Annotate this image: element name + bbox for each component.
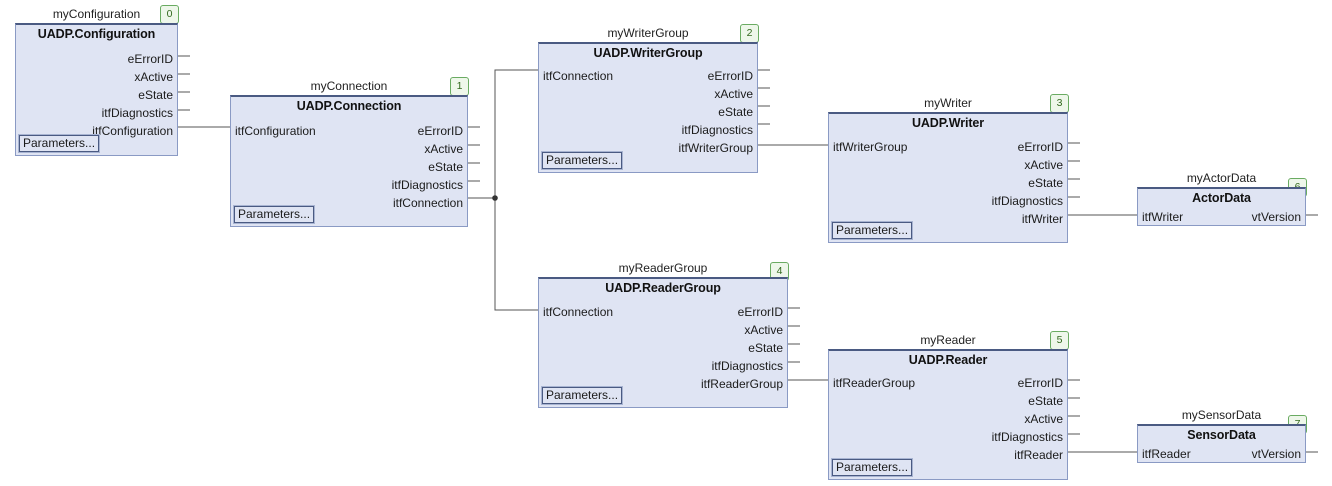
output-pin-eState[interactable]: eState — [1028, 394, 1063, 408]
function-block-readergroup[interactable]: UADP.ReaderGroup itfConnection eErrorID … — [538, 277, 788, 408]
input-pin-itfConnection[interactable]: itfConnection — [543, 69, 614, 83]
output-pin-eState[interactable]: eState — [138, 88, 173, 102]
output-pin-itfDiagnostics[interactable]: itfDiagnostics — [991, 430, 1063, 444]
block-badge-writer[interactable]: 3 — [1050, 94, 1069, 113]
output-pin-eErrorID[interactable]: eErrorID — [417, 124, 463, 138]
block-instance-label-reader: myReader — [920, 333, 976, 347]
output-pin-xActive[interactable]: xActive — [424, 142, 463, 156]
wire-connection-to-writergroup — [494, 69, 538, 198]
output-pin-itfDiagnostics[interactable]: itfDiagnostics — [711, 359, 783, 373]
block-badge-configuration[interactable]: 0 — [160, 5, 179, 24]
block-type-label-sensordata: SensorData — [1187, 428, 1256, 442]
block-instance-label-connection: myConnection — [310, 79, 388, 93]
input-pin-itfConnection[interactable]: itfConnection — [543, 305, 614, 319]
parameters-button-reader[interactable]: Parameters... — [830, 458, 914, 477]
block-instance-label-writergroup: myWriterGroup — [607, 26, 689, 40]
output-pin-itfReaderGroup[interactable]: itfReaderGroup — [700, 377, 783, 391]
block-instance-label-actordata: myActorData — [1186, 171, 1257, 185]
block-instance-label-readergroup: myReaderGroup — [618, 261, 708, 275]
block-type-label-connection: UADP.Connection — [296, 99, 402, 113]
block-type-label-reader: UADP.Reader — [908, 353, 988, 367]
block-type-label-readergroup: UADP.ReaderGroup — [605, 281, 721, 295]
output-pin-itfDiagnostics[interactable]: itfDiagnostics — [391, 178, 463, 192]
output-pin-eState[interactable]: eState — [1028, 176, 1063, 190]
block-type-label-actordata: ActorData — [1192, 191, 1251, 205]
output-pin-eErrorID[interactable]: eErrorID — [737, 305, 783, 319]
block-instance-label-writer: myWriter — [924, 96, 972, 110]
block-instance-label-sensordata: mySensorData — [1181, 408, 1262, 422]
input-pin-itfReaderGroup[interactable]: itfReaderGroup — [833, 376, 916, 390]
block-badge-reader[interactable]: 5 — [1050, 331, 1069, 350]
block-instance-label-configuration: myConfiguration — [52, 7, 141, 21]
function-block-reader[interactable]: UADP.Reader itfReaderGroup eErrorID eSta… — [828, 349, 1068, 480]
output-pin-itfDiagnostics[interactable]: itfDiagnostics — [681, 123, 753, 137]
block-badge-readergroup[interactable]: 4 — [770, 262, 789, 281]
input-pin-itfWriter[interactable]: itfWriter — [1142, 210, 1184, 224]
parameters-button-connection[interactable]: Parameters... — [232, 205, 316, 224]
output-pin-itfConfiguration[interactable]: itfConfiguration — [92, 124, 173, 138]
output-pin-eErrorID[interactable]: eErrorID — [1017, 140, 1063, 154]
function-block-connection[interactable]: UADP.Connection itfConfiguration eErrorI… — [230, 95, 468, 227]
block-type-label-configuration: UADP.Configuration — [37, 27, 156, 41]
output-pin-itfDiagnostics[interactable]: itfDiagnostics — [101, 106, 173, 120]
function-block-configuration[interactable]: UADP.Configuration eErrorID xActive eSta… — [15, 23, 178, 156]
output-pin-itfWriterGroup[interactable]: itfWriterGroup — [678, 141, 753, 155]
output-pin-itfReader[interactable]: itfReader — [1014, 448, 1063, 462]
block-type-label-writergroup: UADP.WriterGroup — [593, 46, 703, 60]
block-badge-connection[interactable]: 1 — [450, 77, 469, 96]
output-pin-xActive[interactable]: xActive — [134, 70, 173, 84]
block-type-label-writer: UADP.Writer — [911, 116, 985, 130]
parameters-button-writer[interactable]: Parameters... — [830, 221, 914, 240]
function-block-writergroup[interactable]: UADP.WriterGroup itfConnection eErrorID … — [538, 42, 758, 173]
block-badge-writergroup[interactable]: 2 — [740, 24, 759, 43]
output-pin-eState[interactable]: eState — [428, 160, 463, 174]
output-pin-xActive[interactable]: xActive — [1024, 158, 1063, 172]
input-pin-itfConfiguration[interactable]: itfConfiguration — [235, 124, 316, 138]
output-pin-vtVersion[interactable]: vtVersion — [1251, 447, 1301, 461]
output-pin-itfConnection[interactable]: itfConnection — [392, 196, 463, 210]
output-pin-eState[interactable]: eState — [718, 105, 753, 119]
parameters-button-readergroup[interactable]: Parameters... — [540, 386, 624, 405]
function-block-sensordata[interactable]: SensorData itfReader vtVersion — [1137, 424, 1306, 463]
output-pin-eErrorID[interactable]: eErrorID — [1017, 376, 1063, 390]
output-pin-xActive[interactable]: xActive — [744, 323, 783, 337]
function-block-actordata[interactable]: ActorData itfWriter vtVersion — [1137, 187, 1306, 226]
output-pin-xActive[interactable]: xActive — [1024, 412, 1063, 426]
output-pin-itfWriter[interactable]: itfWriter — [1021, 212, 1063, 226]
parameters-button-configuration[interactable]: Parameters... — [17, 134, 101, 153]
wire-connection-to-readergroup — [494, 198, 538, 311]
wire-junction-dot — [492, 195, 498, 201]
function-block-writer[interactable]: UADP.Writer itfWriterGroup eErrorID xAct… — [828, 112, 1068, 243]
output-pin-vtVersion[interactable]: vtVersion — [1251, 210, 1301, 224]
input-pin-itfReader[interactable]: itfReader — [1142, 447, 1191, 461]
output-pin-eState[interactable]: eState — [748, 341, 783, 355]
output-pin-itfDiagnostics[interactable]: itfDiagnostics — [991, 194, 1063, 208]
output-pin-eErrorID[interactable]: eErrorID — [707, 69, 753, 83]
parameters-button-writergroup[interactable]: Parameters... — [540, 151, 624, 170]
output-pin-eErrorID[interactable]: eErrorID — [127, 52, 173, 66]
input-pin-itfWriterGroup[interactable]: itfWriterGroup — [833, 140, 908, 154]
output-pin-xActive[interactable]: xActive — [714, 87, 753, 101]
